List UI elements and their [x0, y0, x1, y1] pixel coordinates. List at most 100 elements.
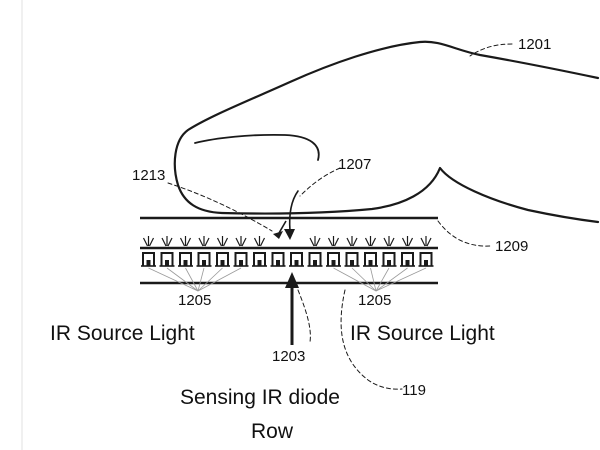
ir-diode: [308, 252, 322, 266]
ir-diode-core: [220, 260, 225, 266]
ir-diode: [290, 252, 303, 266]
leader-1203: [297, 289, 311, 343]
fan-line: [166, 267, 199, 292]
emission-ray: [315, 237, 321, 247]
light-path-arrows: [273, 190, 299, 345]
emission-ray: [333, 237, 340, 247]
ir-diode-core: [276, 260, 280, 266]
fan-line: [197, 267, 205, 292]
emission-ray: [148, 237, 155, 247]
emission-ray: [383, 237, 389, 247]
ref-1213: 1213: [132, 167, 165, 184]
sensor-stack: [140, 216, 438, 292]
ir-diode: [271, 252, 285, 266]
emission-ray: [253, 237, 260, 247]
fan-line: [370, 267, 377, 292]
leader-1201: [469, 43, 513, 57]
ref-1209: 1209: [495, 238, 528, 255]
emission-ray: [204, 237, 210, 247]
ir-diode: [253, 252, 266, 266]
ir-diode: [197, 252, 211, 266]
scatter-arrow: [278, 220, 287, 234]
ir-diode-core: [165, 260, 169, 266]
ir-diode: [160, 252, 174, 266]
ir-diode-core: [294, 260, 299, 266]
scatter-arrowhead: [273, 231, 283, 239]
ref-1205-left: 1205: [178, 292, 211, 309]
emission-ray: [142, 237, 149, 247]
ir-diode: [216, 252, 229, 266]
ir-diode: [179, 252, 192, 266]
emission-ray: [352, 237, 358, 247]
fan-line: [197, 267, 223, 292]
leader-119: [340, 289, 403, 390]
ref-119: 119: [402, 382, 426, 399]
ir-diode: [234, 252, 248, 266]
leader-lines: [167, 43, 513, 390]
ir-diode-core: [239, 260, 243, 266]
ref-1201: 1201: [518, 36, 551, 53]
ir-diode: [382, 252, 396, 266]
fan-line: [148, 267, 199, 292]
ref-1207: 1207: [338, 156, 371, 173]
finger-outline: [173, 40, 600, 224]
ir-source-fan-lines: [148, 267, 427, 292]
caption-ir-source-right: IR Source Light: [350, 322, 495, 345]
caption-sensing-diode-line1: Sensing IR diode: [180, 386, 340, 409]
ir-diode-core: [424, 260, 428, 266]
fan-line: [185, 267, 199, 292]
emission-ray: [407, 237, 414, 247]
emission-ray: [364, 237, 371, 247]
emission-ray: [309, 237, 315, 247]
emission-ray: [346, 237, 352, 247]
fan-line: [375, 267, 408, 292]
ir-diode: [345, 252, 359, 266]
emission-ray: [179, 237, 186, 247]
ir-diode-core: [202, 260, 206, 266]
emission-ray: [185, 237, 192, 247]
caption-sensing-diode-line2: Row: [251, 420, 294, 443]
ir-diode: [142, 252, 155, 266]
emission-ray: [426, 237, 432, 247]
ir-diode-core: [313, 260, 317, 266]
ir-diode-core: [257, 260, 262, 266]
ref-1203: 1203: [272, 348, 305, 365]
ir-source-emission-marks: [142, 236, 432, 247]
emission-ray: [222, 237, 229, 247]
fan-line: [375, 267, 427, 292]
reflected-light-arrow: [288, 190, 299, 232]
emission-ray: [198, 237, 204, 247]
ir-diode-core: [331, 260, 336, 266]
ir-diode-core: [146, 260, 151, 266]
ir-diode-core: [350, 260, 354, 266]
leader-1207: [299, 167, 341, 197]
emission-ray: [235, 237, 241, 247]
fan-line: [197, 267, 242, 292]
emission-ray: [161, 237, 167, 247]
finger: [173, 40, 600, 224]
ir-diode-core: [183, 260, 188, 266]
ir-diode: [401, 252, 414, 266]
fan-line: [351, 267, 377, 292]
emission-ray: [327, 237, 334, 247]
leader-1209: [437, 220, 491, 247]
emission-ray: [389, 237, 395, 247]
ir-diode: [419, 252, 433, 266]
emission-ray: [370, 237, 377, 247]
fan-line: [333, 267, 377, 292]
leader-1213: [167, 182, 273, 232]
emission-ray: [420, 237, 426, 247]
caption-ir-source-left: IR Source Light: [50, 322, 195, 345]
ir-diode-row: [141, 252, 434, 267]
emission-ray: [259, 237, 266, 247]
fan-line: [375, 267, 390, 292]
ir-diode-core: [387, 260, 391, 266]
ir-diode-core: [368, 260, 373, 266]
ir-diode: [327, 252, 340, 266]
sensing-diode-arrowhead: [285, 272, 299, 288]
ir-diode-core: [405, 260, 410, 266]
ir-diode: [364, 252, 377, 266]
emission-ray: [241, 237, 247, 247]
